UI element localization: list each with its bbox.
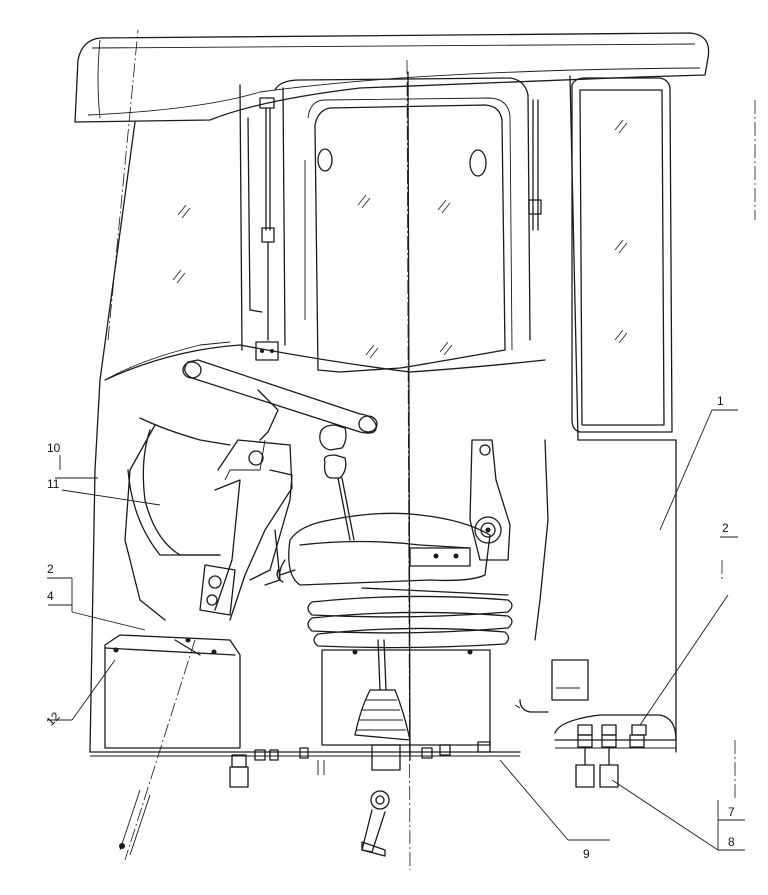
floor-mounts: [229, 724, 647, 788]
dashboard: [104, 344, 546, 621]
reference-lines: [721, 100, 756, 800]
callout-4: 4: [47, 589, 54, 603]
callout-1: 1: [717, 394, 724, 408]
callout-labels: 1 2 2 4 7 8 9 10 11 12: [43, 394, 735, 861]
control-lever-boot: [354, 639, 411, 857]
leader-lines: [47, 409, 745, 851]
gear-lever: [319, 424, 355, 541]
steering-console-panel: [142, 429, 286, 586]
center-lines: [107, 29, 411, 871]
rear-window-frame: [247, 77, 531, 373]
cab-body: [89, 71, 677, 761]
callout-2-right: 2: [722, 521, 729, 535]
gas-strut: [255, 97, 279, 361]
steering-column: [199, 439, 293, 621]
side-control-box: [514, 659, 589, 713]
pedal-box: [104, 634, 241, 749]
lower-steering-shaft: [119, 639, 196, 861]
side-window-right: [571, 77, 673, 433]
door-stay: [528, 99, 542, 231]
callout-9: 9: [583, 847, 590, 861]
callout-7: 7: [728, 805, 735, 819]
front-glass: [172, 204, 191, 284]
operator-seat: [276, 439, 511, 586]
callout-12: 12: [43, 709, 63, 729]
callout-8: 8: [728, 835, 735, 849]
callout-10: 10: [47, 441, 61, 455]
callout-2-left: 2: [47, 562, 54, 576]
callout-11: 11: [47, 477, 60, 491]
steering-wheel: [182, 359, 378, 441]
cab-roof: [74, 32, 710, 123]
